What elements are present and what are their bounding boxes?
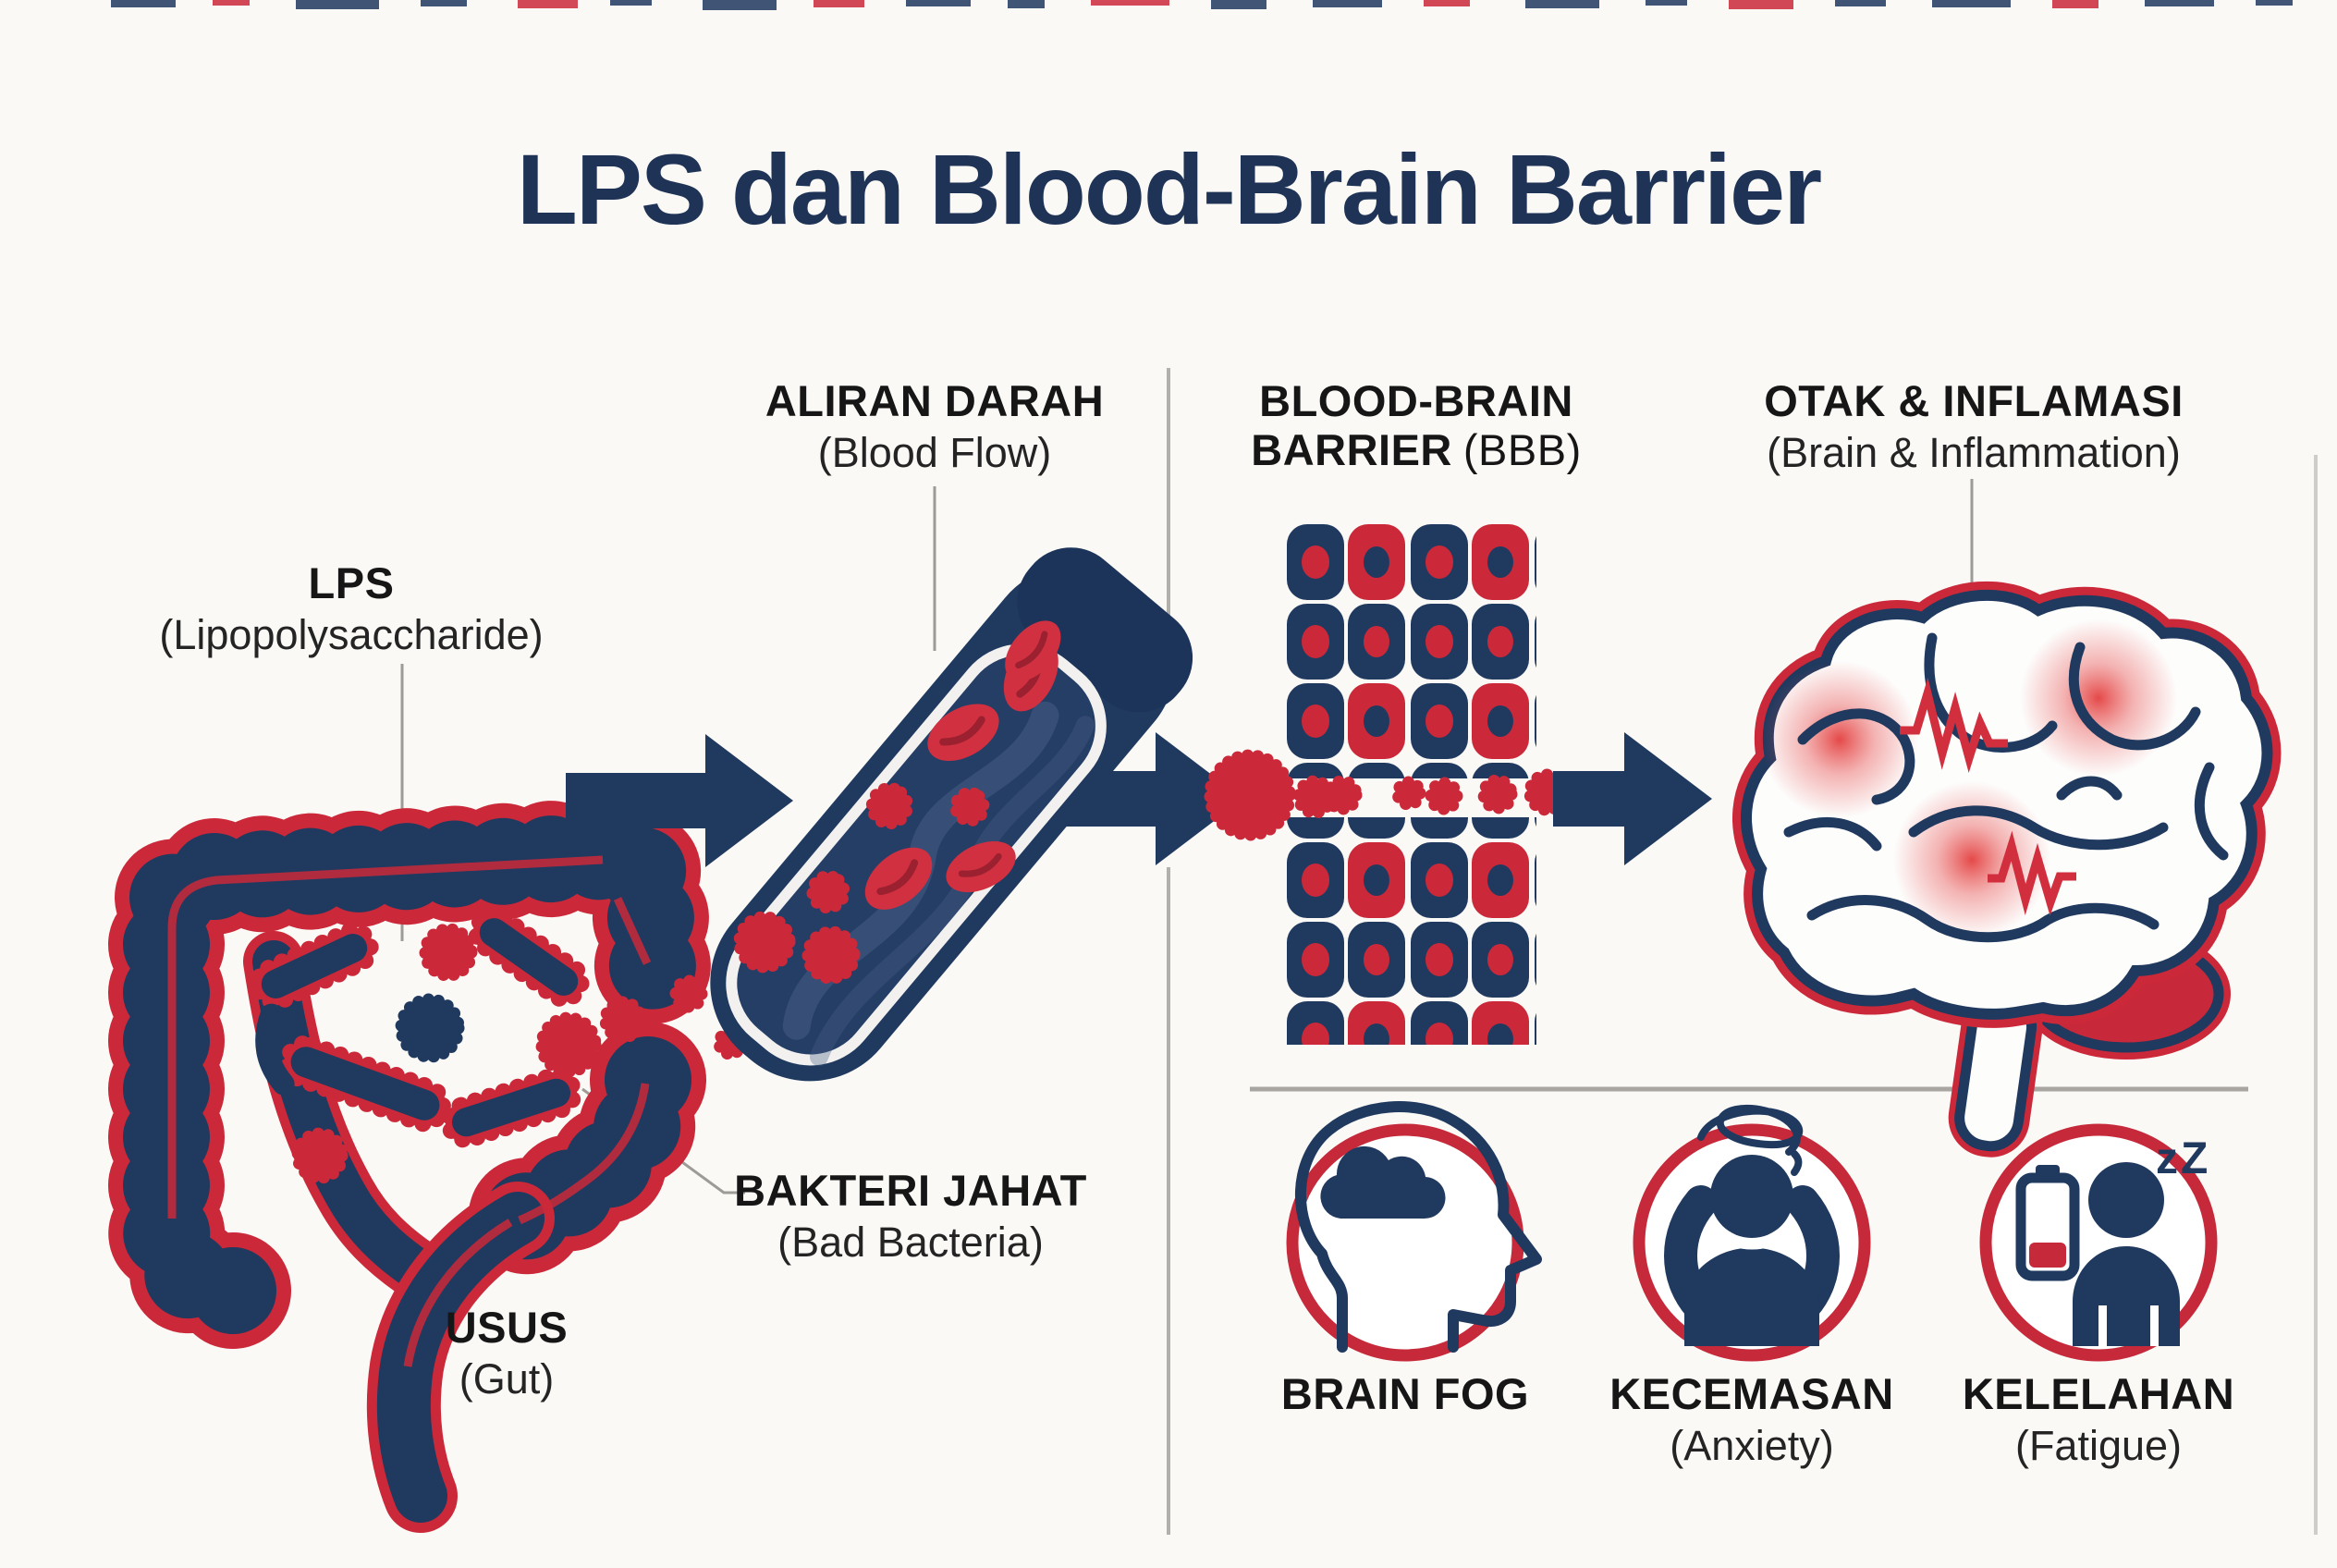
scribble-icon [1697, 1104, 1804, 1176]
bbb-label: BLOOD-BRAIN BARRIER(BBB) [1251, 376, 1582, 475]
blood-flow-label-sub: (Blood Flow) [817, 428, 1052, 476]
symptom-label-anxiety: KECEMASAN (Anxiety) [1609, 1369, 1894, 1469]
blood-flow-label-main: ALIRAN DARAH [765, 376, 1105, 425]
symptom-anxiety-subtext: (Anxiety) [1670, 1421, 1834, 1469]
bacteria-label-sub: (Bad Bacteria) [777, 1218, 1044, 1266]
bacteria-label-main: BAKTERI JAHAT [734, 1166, 1087, 1215]
anxious-person-icon [1664, 1104, 1840, 1346]
sleep-zz-glyph: zZ [2156, 1134, 2211, 1183]
bad-bacteria-icon [250, 906, 590, 1148]
symptom-brain-fog-text: BRAIN FOG [1280, 1369, 1530, 1418]
bacteria-label: BAKTERI JAHAT (Bad Bacteria) [734, 1166, 1087, 1266]
symptom-anxiety-icon [1633, 1104, 1871, 1362]
symptom-label-brain-fog: BRAIN FOG [1280, 1369, 1530, 1419]
bbb-label-barrier: BARRIER [1251, 424, 1452, 474]
gut-illustration [108, 798, 748, 1533]
brain-illustration [1732, 581, 2282, 1158]
lps-particle-icon [733, 911, 861, 985]
head-cloud-icon [1294, 1101, 1542, 1353]
flow-arrow-icon [1016, 732, 1243, 865]
lps-label: LPS (Lipopolysaccharide) [159, 558, 544, 658]
gut-label-main: USUS [445, 1303, 569, 1352]
red-blood-cell-icon [864, 620, 1061, 910]
brain-label-sub: (Brain & Inflammation) [1767, 428, 2181, 476]
lps-particle-icon [806, 782, 990, 914]
lps-particle-icon [291, 923, 748, 1184]
gut-label-sub: (Gut) [459, 1354, 555, 1403]
low-battery-sleep-icon [2015, 1162, 2180, 1346]
bbb-label-line2: BARRIER(BBB) [1251, 424, 1582, 475]
flow-arrow-icon [1553, 732, 1712, 865]
symptom-fatigue-subtext: (Fatigue) [2014, 1421, 2183, 1469]
symptom-anxiety-text: KECEMASAN [1609, 1369, 1894, 1418]
gut-label: USUS (Gut) [445, 1303, 569, 1403]
symptom-fatigue-icon [1979, 1123, 2218, 1362]
pulse-line-icon [1900, 677, 2076, 916]
lps-label-main: LPS [308, 558, 395, 607]
brain-folds [1783, 632, 2229, 943]
page-title: LPS dan Blood-Brain Barrier [516, 133, 1822, 245]
brain-label-main: OTAK & INFLAMASI [1764, 376, 2184, 425]
flow-arrow-icon [566, 734, 793, 867]
sleeping-person-icon [2073, 1162, 2180, 1346]
symptom-fatigue-text: KELELAHAN [1962, 1369, 2235, 1418]
symptom-label-fatigue: KELELAHAN (Fatigue) [1962, 1369, 2235, 1469]
blood-flow-label: ALIRAN DARAH (Blood Flow) [765, 376, 1105, 476]
low-battery-icon [2015, 1165, 2080, 1281]
bbb-label-line1: BLOOD-BRAIN [1259, 376, 1573, 425]
brain-label: OTAK & INFLAMASI (Brain & Inflammation) [1764, 376, 2184, 476]
bbb-wall-illustration [1204, 522, 1572, 1045]
bbb-label-abbr: (BBB) [1462, 424, 1582, 474]
symptom-brain-fog-icon [1286, 1101, 1542, 1362]
lps-label-sub: (Lipopolysaccharide) [159, 610, 544, 658]
cropped-top-strip [111, 0, 2293, 10]
